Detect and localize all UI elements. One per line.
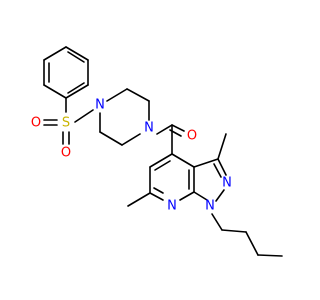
bond-n-carbonyl — [156, 124, 173, 135]
bond-pyr-4 — [179, 191, 195, 201]
bond-benzene-6 — [43, 46, 67, 61]
atom-labels: S O O N N O N N N — [31, 98, 232, 214]
atom-o-sulfonyl-bottom: O — [61, 146, 71, 161]
atom-n-piperazine-1: N — [95, 98, 105, 113]
bond-benzene-inner-3 — [67, 51, 85, 63]
atom-n-pyridine: N — [167, 199, 177, 214]
bond-pz-2 — [217, 158, 227, 176]
atom-n-pyrazole-2: N — [222, 176, 232, 191]
molecule-structure: S O O N N O N N N — [31, 46, 283, 257]
bond-methyl-pyr — [127, 192, 151, 207]
bond-pz-1 — [193, 158, 219, 168]
bond-methyl-pz — [217, 133, 227, 160]
atom-o-carbonyl: O — [187, 129, 197, 144]
bond-pyr-inner-3 — [153, 187, 164, 194]
bond-pyr-6 — [171, 153, 195, 168]
bond-benzene-5 — [65, 46, 89, 61]
bond-pz-2b — [213, 163, 222, 178]
atom-n-pyrazole-1: N — [205, 199, 215, 214]
bond-benzene-2 — [43, 84, 67, 99]
bond-pip-1 — [106, 88, 128, 102]
bond-pyr-inner-1 — [154, 160, 171, 171]
bonds — [43, 46, 283, 257]
bond-pyr-1 — [149, 153, 173, 168]
bond-butyl-1 — [211, 213, 223, 231]
bond-pip-5 — [99, 131, 123, 146]
bond-pip-2 — [126, 88, 150, 102]
bond-pip-4 — [121, 133, 141, 146]
bond-pz-4 — [193, 191, 208, 201]
bond-co-a — [171, 124, 185, 132]
bond-benzene-inner-2 — [67, 82, 85, 94]
bond-pz-3 — [215, 189, 225, 202]
bond-pyr-3 — [149, 192, 164, 201]
bond-butyl-4 — [257, 254, 283, 257]
bond-s-n — [74, 109, 94, 123]
atom-o-sulfonyl-left: O — [31, 116, 41, 131]
bond-butyl-3 — [245, 231, 259, 256]
atom-s: S — [62, 116, 70, 131]
atom-n-piperazine-4: N — [144, 121, 154, 136]
bond-butyl-2 — [221, 229, 247, 233]
bond-benzene-3 — [65, 84, 89, 99]
